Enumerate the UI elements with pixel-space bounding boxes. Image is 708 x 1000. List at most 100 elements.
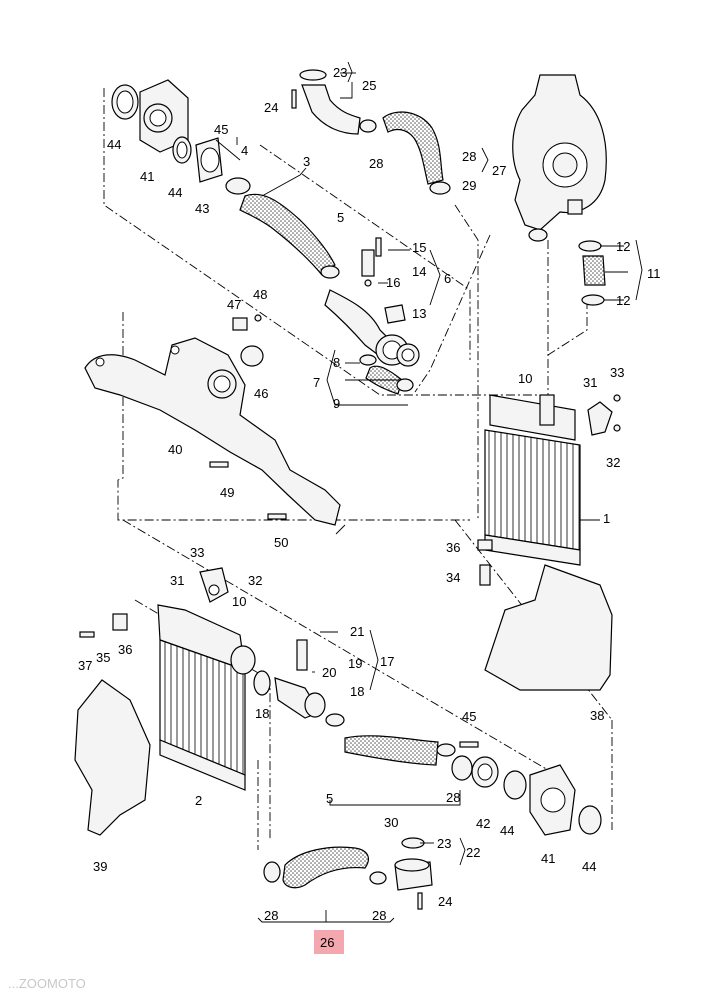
callout-44c: 44	[500, 823, 514, 838]
callout-39: 39	[93, 859, 107, 874]
callout-7: 7	[313, 375, 320, 390]
callout-36b: 36	[118, 642, 132, 657]
pipe-22	[394, 837, 433, 910]
grommet-36	[477, 539, 493, 551]
callout-25: 25	[362, 78, 376, 93]
callout-28d: 28	[264, 908, 278, 923]
short-hose-11	[582, 255, 606, 286]
callout-3: 3	[303, 154, 310, 169]
callout-42: 42	[476, 816, 490, 831]
callout-46: 46	[254, 386, 268, 401]
o-ring-46	[240, 345, 264, 367]
callout-5b: 5	[326, 791, 333, 806]
air-guide-38	[484, 564, 613, 691]
callout-33: 33	[610, 365, 624, 380]
callout-28b: 28	[462, 149, 476, 164]
callout-12b: 12	[616, 293, 630, 308]
callout-31: 31	[583, 375, 597, 390]
callout-29: 29	[462, 178, 476, 193]
callout-15: 15	[412, 240, 426, 255]
callout-24: 24	[264, 100, 278, 115]
sensor-47	[232, 314, 262, 331]
callout-13: 13	[412, 306, 426, 321]
callout-45: 45	[214, 122, 228, 137]
callout-26-highlight	[314, 930, 344, 954]
callout-10b: 10	[232, 594, 246, 609]
callout-21: 21	[350, 624, 364, 639]
callout-36: 36	[446, 540, 460, 555]
callout-17: 17	[380, 654, 394, 669]
callout-labels: 1 2 3 4 5 5 6 7 8 9 10 10 11 12 12 13 14…	[78, 65, 661, 954]
callout-28c: 28	[446, 790, 460, 805]
callout-6: 6	[444, 271, 451, 286]
callout-23: 23	[333, 65, 347, 80]
intercooler-1	[484, 394, 581, 566]
charge-pipe-17	[253, 639, 326, 719]
air-guide-39	[74, 679, 151, 836]
callout-22: 22	[466, 845, 480, 860]
callout-30: 30	[384, 815, 398, 830]
callout-23b: 23	[437, 836, 451, 851]
callout-18b: 18	[350, 684, 364, 699]
callout-2: 2	[195, 793, 202, 808]
charge-air-duct-40	[84, 337, 341, 526]
callout-49: 49	[220, 485, 234, 500]
callout-43: 43	[195, 201, 209, 216]
callout-32b: 32	[248, 573, 262, 588]
callout-10: 10	[518, 371, 532, 386]
callout-27: 27	[492, 163, 506, 178]
intercooler-2	[157, 604, 256, 791]
callout-8: 8	[333, 355, 340, 370]
hose-30	[344, 735, 439, 766]
callout-44d: 44	[582, 859, 596, 874]
callout-35: 35	[96, 650, 110, 665]
callout-33b: 33	[190, 545, 204, 560]
callout-26: 26	[320, 935, 334, 950]
hose-27	[382, 111, 444, 185]
callout-4: 4	[241, 143, 248, 158]
callout-16: 16	[386, 275, 400, 290]
callout-1: 1	[603, 511, 610, 526]
callout-32: 32	[606, 455, 620, 470]
callout-9: 9	[333, 396, 340, 411]
bolt-50	[267, 513, 287, 520]
sleeve-34	[479, 564, 491, 586]
callout-31b: 31	[170, 573, 184, 588]
callout-45b: 45	[462, 709, 476, 724]
throttle-body-upper	[111, 79, 251, 195]
callout-19: 19	[348, 656, 362, 671]
callout-18: 18	[255, 706, 269, 721]
throttle-body-lower	[451, 741, 602, 836]
callout-44a: 44	[107, 137, 121, 152]
callout-11: 11	[647, 266, 661, 281]
callout-5: 5	[337, 210, 344, 225]
callout-34: 34	[446, 570, 460, 585]
bolt-37	[79, 631, 95, 638]
charge-pipe-with-sensor	[324, 237, 420, 367]
callout-41: 41	[140, 169, 154, 184]
callout-24b: 24	[438, 894, 452, 909]
bend-pipe-25	[291, 69, 361, 135]
bracket-31-lower	[199, 567, 229, 603]
callout-brackets	[236, 61, 643, 923]
callout-14: 14	[412, 264, 426, 279]
callout-38: 38	[590, 708, 604, 723]
callout-50: 50	[274, 535, 288, 550]
bracket-31	[587, 394, 621, 436]
callout-41b: 41	[541, 851, 555, 866]
grommet-36-lower	[112, 613, 128, 631]
callout-48: 48	[253, 287, 267, 302]
callout-20: 20	[322, 665, 336, 680]
callout-44b: 44	[168, 185, 182, 200]
callout-40: 40	[168, 442, 182, 457]
bolt-49	[209, 461, 229, 468]
callout-12a: 12	[616, 239, 630, 254]
callout-28a: 28	[369, 156, 383, 171]
watermark: ...ZOOMOTO	[8, 976, 86, 991]
callout-37: 37	[78, 658, 92, 673]
callout-47: 47	[227, 297, 241, 312]
hose-26	[282, 846, 369, 889]
charge-air-hose-upper	[239, 193, 336, 276]
callout-28e: 28	[372, 908, 386, 923]
